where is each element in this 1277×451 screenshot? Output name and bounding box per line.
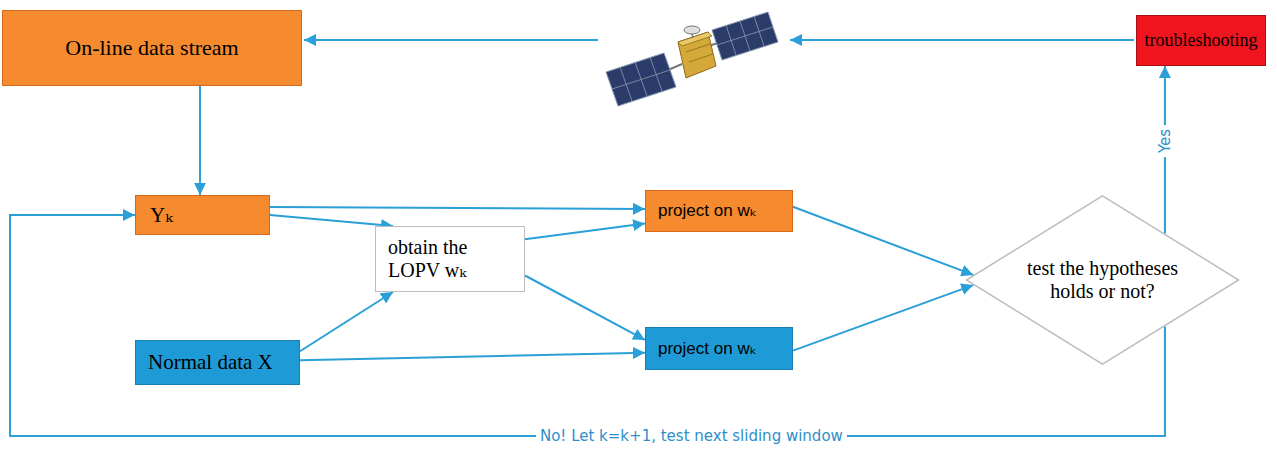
node-text: obtain the LOPV wₖ <box>388 236 512 282</box>
flow-arrow <box>790 39 1134 41</box>
node-text: test the hypotheses holds or not? <box>1017 257 1189 303</box>
connector-arrow <box>300 292 393 351</box>
node-text: On-line data stream <box>65 35 239 60</box>
window-box: Υₖ <box>135 195 270 235</box>
normal-data-box: Normal data X <box>135 340 300 385</box>
troubleshooting-box: troubleshooting <box>1136 15 1266 66</box>
node-text: Υₖ <box>150 203 173 227</box>
node-text: Normal data X <box>148 350 273 374</box>
node-text: project on wₖ <box>658 201 757 221</box>
project-box: project on wₖ <box>645 327 793 370</box>
connector-arrow <box>793 285 973 351</box>
satellite-icon <box>606 12 778 106</box>
flow-arrow <box>304 39 598 41</box>
connector-arrow <box>300 353 645 360</box>
connector-arrow <box>525 276 645 340</box>
connector-arrow <box>270 207 645 209</box>
connector-arrow <box>525 224 645 240</box>
process-box: obtain the LOPV wₖ <box>375 226 525 292</box>
decision-diamond: test the hypotheses holds or not? <box>965 195 1240 365</box>
edge-label: Yes <box>1156 125 1174 157</box>
node-text: troubleshooting <box>1145 30 1258 51</box>
connector-arrow <box>10 215 1165 436</box>
connector-arrow <box>270 215 393 226</box>
data-stream-box: On-line data stream <box>2 10 302 86</box>
edge-label: No! Let k=k+1, test next sliding window <box>536 427 847 445</box>
node-text: project on wₖ <box>658 339 757 359</box>
connector-arrow <box>793 207 973 275</box>
connector-arrow <box>199 86 201 195</box>
project-box: project on wₖ <box>645 190 793 232</box>
